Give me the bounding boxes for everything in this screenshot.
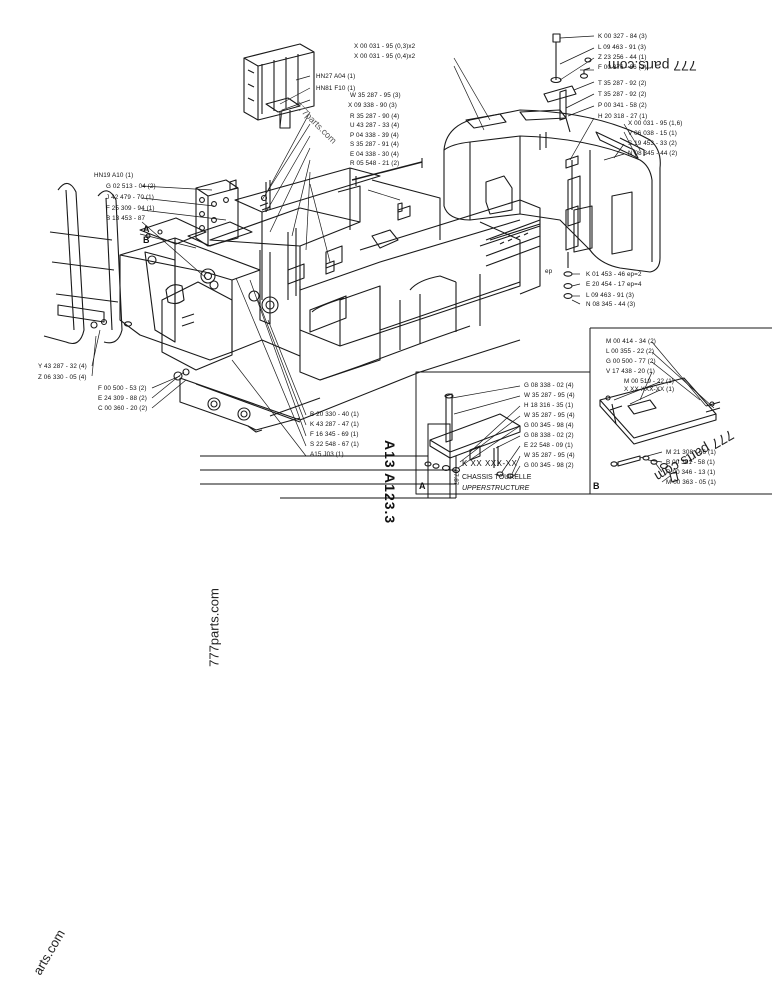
part-label: M 21 308 - 66 (1) (666, 449, 716, 456)
sheet-code: A13 A123.3 (382, 440, 398, 525)
fasteners (229, 158, 423, 285)
part-label: V 17 438 - 20 (1) (606, 368, 655, 375)
part-label: F 00 500 - 53 (2) (98, 385, 147, 392)
part-label: F 00 376 - 66 (2) (598, 64, 647, 71)
kit-code: K XX XXX-XX (462, 459, 518, 468)
counterweight-hardware (543, 33, 592, 299)
part-label: A15 J03 (1) (310, 451, 344, 458)
title-english: UPPERSTRUCTURE (462, 485, 530, 492)
part-label: K 43 287 - 47 (1) (310, 421, 359, 428)
part-label: Z 23 256 - 44 (1) (598, 54, 647, 61)
part-label: HN19 A10 (1) (94, 172, 134, 179)
part-label: B 00 381 - 58 (1) (666, 459, 715, 466)
part-label: Y 43 287 - 32 (4) (38, 363, 87, 370)
part-label: B 20 330 - 40 (1) (310, 411, 359, 418)
part-label: W 35 287 - 95 (4) (524, 392, 575, 399)
part-label: S 22 548 - 67 (1) (310, 441, 359, 448)
part-label: B 13 453 - 87 (106, 215, 146, 222)
part-label: Z 06 330 - 05 (4) (38, 374, 87, 381)
counterweight (443, 109, 661, 273)
part-label: E 20 454 - 17 ep=4 (586, 281, 642, 288)
part-label: G 08 338 - 02 (2) (524, 432, 574, 439)
part-label: N 08 345 - 44 (3) (586, 301, 636, 308)
detail-b-parts (599, 377, 721, 483)
detail-marker-b-box: B (593, 481, 600, 491)
part-label: R 05 548 - 21 (2) (350, 160, 400, 167)
watermark-vertical: 777parts.com (206, 588, 222, 667)
part-label: T 35 287 - 92 (2) (598, 80, 647, 87)
part-label: HN81 F10 (1) (316, 85, 356, 92)
part-label: G 08 338 - 02 (4) (524, 382, 574, 389)
part-label: G 00 500 - 77 (2) (606, 358, 656, 365)
part-label: X 09 338 - 90 (3) (348, 102, 397, 109)
part-label: G 00 345 - 98 (2) (524, 462, 574, 469)
part-label: F 25 309 - 94 (1) (106, 205, 155, 212)
part-label: P 04 338 - 39 (4) (350, 132, 399, 139)
part-label: P 00 341 - 58 (2) (598, 102, 647, 109)
part-label: HN27 A04 (1) (316, 73, 356, 80)
part-label: S 19 453 - 33 (2) (628, 140, 677, 147)
part-label: L 00 355 - 22 (2) (606, 348, 655, 355)
part-label: U 43 287 - 33 (4) (350, 122, 400, 129)
part-label: H 18 316 - 35 (1) (524, 402, 574, 409)
part-label: T 35 287 - 92 (2) (598, 91, 647, 98)
part-label: M 00 363 - 05 (1) (666, 479, 716, 486)
part-label: J 42 479 - 70 (1) (106, 194, 154, 201)
part-label: R 35 287 - 90 (4) (350, 113, 400, 120)
part-label: L 09 463 - 91 (3) (586, 292, 635, 299)
part-label: C 00 360 - 20 (2) (98, 405, 148, 412)
part-label: X XX XXX-XX (1) (624, 386, 675, 393)
side-valve-block (195, 179, 239, 247)
access-ladder (43, 182, 123, 345)
part-label: E 04 338 - 30 (4) (350, 151, 399, 158)
part-label: M 00 414 - 34 (2) (606, 338, 656, 345)
part-label: X 00 031 - 95 (0,4)x2 (354, 53, 416, 60)
part-label: K 01 453 - 46 ep=2 (586, 271, 642, 278)
part-label: G 02 513 - 04 (2) (106, 183, 156, 190)
sheet-date: 07.87 (452, 470, 458, 486)
hydraulic-valve-block (243, 43, 315, 129)
part-label: W 35 287 - 95 (4) (524, 412, 575, 419)
part-label: G 00 345 - 98 (4) (524, 422, 574, 429)
part-label: S 35 287 - 91 (4) (350, 141, 399, 148)
part-label: E 24 309 - 88 (2) (98, 395, 147, 402)
part-label: M 00 519 - 22 (1) (624, 378, 674, 385)
detail-marker-b-left: B (143, 235, 150, 245)
title-block-frame (200, 423, 457, 499)
part-label: X 00 031 - 95 (0,3)x2 (354, 43, 416, 50)
part-label: F 16 345 - 69 (1) (310, 431, 359, 438)
part-label: K 00 327 - 84 (3) (598, 33, 647, 40)
part-label: R 00 346 - 13 (1) (666, 469, 716, 476)
detail-marker-a-box: A (419, 481, 426, 491)
upperstructure-chassis (119, 167, 541, 433)
part-label: W 35 287 - 95 (3) (350, 92, 401, 99)
part-label: L 09 463 - 91 (3) (598, 44, 647, 51)
part-label: H 20 318 - 27 (1) (598, 113, 648, 120)
title-french: CHASSIS TOURELLE (462, 474, 532, 481)
ep-label: ep (545, 268, 553, 275)
part-label: N 08 345 - 44 (2) (628, 150, 678, 157)
part-label: V 06 038 - 15 (1) (628, 130, 677, 137)
detail-boxes (415, 327, 772, 495)
part-label: W 35 287 - 95 (4) (524, 452, 575, 459)
detail-marker-a-left: A (143, 224, 150, 234)
part-label: X 00 031 - 95 (1,6) (628, 120, 683, 127)
part-label: E 22 548 - 09 (1) (524, 442, 573, 449)
